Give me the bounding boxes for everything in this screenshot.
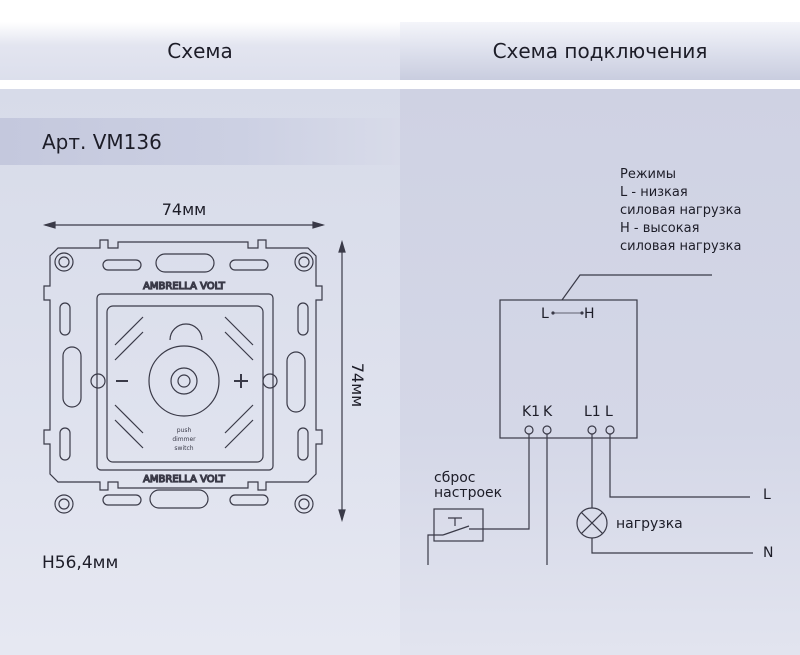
- height-dimension: 74мм: [338, 239, 367, 523]
- article-band: Арт. VM136: [0, 118, 400, 165]
- depth-label: H56,4мм: [42, 553, 118, 573]
- terminal-k1: K1: [522, 404, 540, 420]
- reset-label-1: сброс: [434, 470, 475, 486]
- header-wiring-title: Схема подключения: [492, 39, 708, 63]
- brand-marking-top: AMBRELLA VOLT: [143, 281, 226, 292]
- knob-text-3: switch: [174, 445, 193, 452]
- terminal-k: K: [543, 404, 553, 420]
- height-label: 74мм: [348, 363, 367, 408]
- modes-line-1: Режимы: [620, 167, 676, 182]
- header-scheme-title: Схема: [167, 39, 233, 63]
- header-scheme: Схема: [0, 22, 400, 80]
- modes-line-4: H - высокая: [620, 221, 699, 236]
- knob-text-2: dimmer: [172, 436, 196, 443]
- dimmer-box: [499, 299, 638, 439]
- reset-switch-icon: [433, 508, 484, 542]
- knob-text-1: push: [177, 427, 192, 434]
- modes-line-3: силовая нагрузка: [620, 203, 741, 218]
- scheme-panel: [0, 89, 400, 655]
- wiring-diagram: [427, 274, 753, 565]
- brand-marking-bottom: AMBRELLA VOLT: [143, 474, 226, 485]
- modes-line-5: силовая нагрузка: [620, 239, 741, 254]
- wiring-panel: [400, 89, 800, 655]
- width-label: 74мм: [162, 200, 207, 219]
- mode-low-label: L: [541, 306, 549, 322]
- terminal-l: L: [605, 404, 613, 420]
- load-label: нагрузка: [616, 516, 683, 532]
- header-wiring: Схема подключения: [400, 22, 800, 80]
- reset-label-2: настроек: [434, 485, 502, 501]
- terminal-l1: L1: [584, 404, 601, 420]
- article-number: Арт. VM136: [42, 129, 162, 154]
- width-dimension: 74мм: [42, 200, 326, 229]
- modes-line-2: L - низкая: [620, 185, 688, 200]
- mode-high-label: H: [584, 306, 595, 322]
- dimmer-mechanism-drawing: AMBRELLA VOLT AMBRELLA VOLT push dimmer …: [43, 239, 323, 514]
- neutral-label: N: [763, 545, 773, 561]
- line-label: L: [763, 487, 771, 503]
